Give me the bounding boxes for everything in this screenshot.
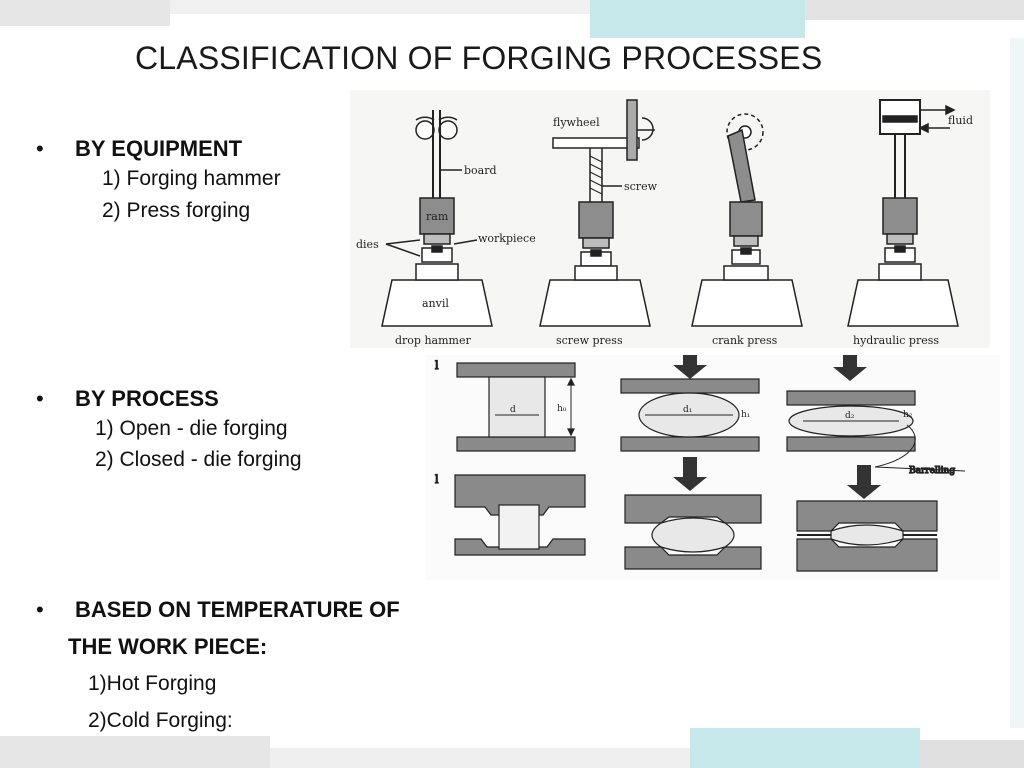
arrow-down-icon [673, 457, 707, 491]
caption-screw-press: screw press [556, 334, 623, 347]
bullet-marker: • [36, 386, 44, 411]
dim-d2: d₂ [845, 411, 855, 421]
arrow-down-icon [833, 355, 867, 381]
arrow-down-icon [673, 355, 707, 379]
right-decoration-strip [1010, 38, 1024, 728]
caption-hydraulic-press: hydraulic press [853, 334, 939, 347]
section-heading-equipment: BY EQUIPMENT [75, 136, 243, 161]
bottom-decoration-band [0, 728, 1024, 768]
label-workpiece: workpiece [478, 232, 536, 245]
slide-title: CLASSIFICATION OF FORGING PROCESSES [135, 40, 823, 76]
label-anvil: anvil [422, 297, 449, 310]
section-heading-temperature-cont: THE WORK PIECE: [68, 634, 268, 659]
dim-h1: h₁ [741, 410, 750, 420]
bullet-marker: • [36, 597, 44, 622]
bullet-marker: • [36, 136, 44, 161]
label-ram: ram [426, 210, 449, 223]
label-screw: screw [624, 180, 658, 193]
section-heading-process: BY PROCESS [75, 386, 219, 411]
screw-press-diagram [539, 99, 655, 327]
row-marker-open: l [435, 359, 439, 372]
section-heading-temperature: BASED ON TEMPERATURE OF [75, 597, 400, 622]
list-item: 2) Closed - die forging [95, 448, 302, 471]
drop-hammer-diagram [381, 110, 493, 327]
label-fluid: fluid [948, 114, 973, 127]
die-forging-figure: l Barrelling l d h [425, 355, 1000, 580]
dim-h2: h₂ [903, 410, 913, 420]
list-item: 1)Hot Forging [88, 672, 217, 695]
dim-d: d [510, 405, 516, 415]
label-flywheel: flywheel [553, 116, 600, 129]
label-barrelling: Barrelling [909, 466, 955, 476]
crank-press-diagram [691, 113, 803, 327]
hydraulic-press-diagram [847, 99, 959, 327]
arrow-down-icon [847, 465, 881, 499]
caption-crank-press: crank press [712, 334, 778, 347]
label-board: board [464, 164, 497, 177]
list-item: 2)Cold Forging: [88, 709, 233, 732]
list-item: 2) Press forging [102, 199, 251, 222]
dim-d1: d₁ [683, 405, 692, 415]
dim-h0: h₀ [557, 404, 567, 414]
top-decoration-band [0, 0, 1024, 38]
caption-drop-hammer: drop hammer [395, 334, 471, 347]
list-item: 1) Open - die forging [95, 417, 288, 440]
label-dies: dies [356, 238, 379, 251]
row-marker-closed: l [435, 473, 439, 486]
list-item: 1) Forging hammer [102, 167, 281, 190]
forging-equipment-figure: board ram dies workpiece anvil flywheel … [350, 90, 990, 348]
